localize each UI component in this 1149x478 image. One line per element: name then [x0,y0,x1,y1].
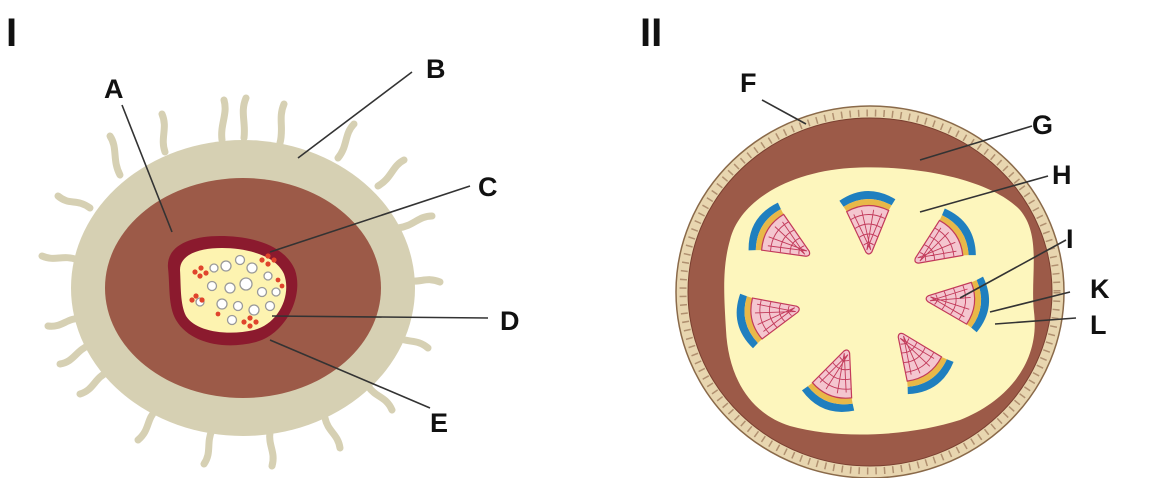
panel-title-stem: II [640,11,662,55]
label-L: L [1090,310,1107,340]
label-I: I [1066,224,1074,254]
label-F: F [740,68,757,98]
label-A: A [104,74,124,104]
label-G: G [1032,110,1053,140]
label-E: E [430,408,448,438]
label-K: K [1090,274,1110,304]
label-D: D [500,306,520,336]
label-C: C [478,172,498,202]
label-B: B [426,54,446,84]
leader-B [298,72,412,158]
leader-F [762,100,806,124]
panel-root: I [6,11,520,466]
panel-stem: II F G H I K L [640,11,1110,478]
label-H: H [1052,160,1072,190]
panel-title-root: I [6,11,17,55]
